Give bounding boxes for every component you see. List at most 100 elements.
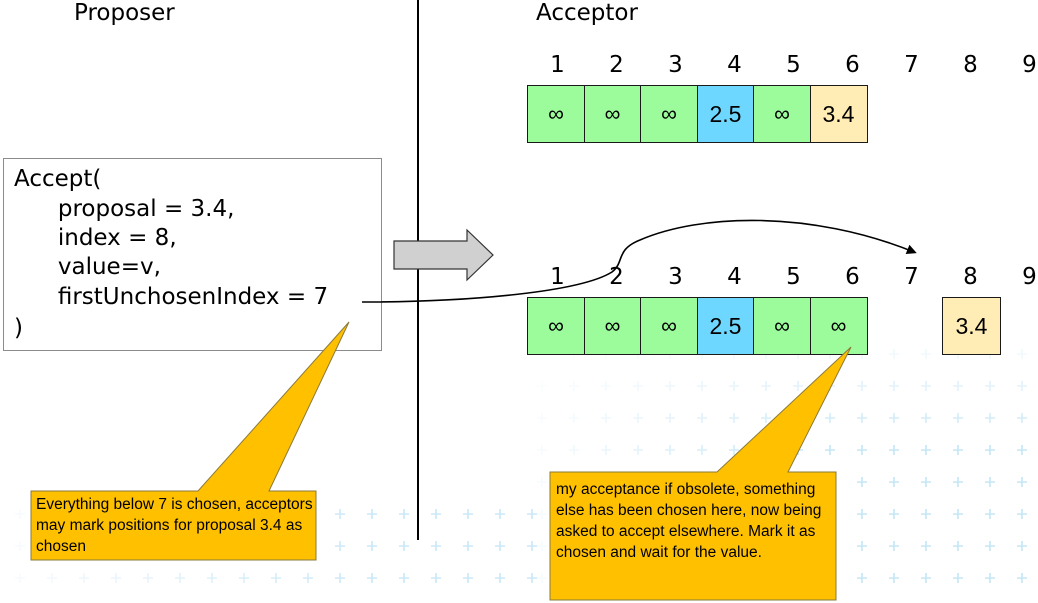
pattern-cross xyxy=(985,381,995,391)
log-cell: ∞ xyxy=(753,85,811,143)
pattern-cross xyxy=(729,381,739,391)
pattern-cross xyxy=(1017,413,1027,423)
pattern-cross xyxy=(569,413,579,423)
index-label: 5 xyxy=(786,264,801,290)
pattern-cross xyxy=(921,541,931,551)
pattern-cross xyxy=(985,573,995,583)
pattern-cross xyxy=(399,541,409,551)
pattern-cross xyxy=(921,445,931,455)
acceptor-after-indices: 1 2 3 4 5 6 7 8 9 xyxy=(528,264,1038,290)
proposer-heading: Proposer xyxy=(74,0,175,26)
pattern-cross xyxy=(1017,477,1027,487)
pattern-cross xyxy=(537,381,547,391)
pattern-cross xyxy=(825,413,835,423)
left-callout-text: Everything below 7 is chosen, acceptors … xyxy=(36,496,313,555)
pattern-cross xyxy=(601,445,611,455)
pattern-cross xyxy=(953,573,963,583)
pattern-cross xyxy=(761,381,771,391)
pattern-cross xyxy=(921,573,931,583)
pattern-cross xyxy=(463,541,473,551)
pattern-cross xyxy=(495,509,505,519)
pattern-cross xyxy=(921,509,931,519)
pattern-cross xyxy=(1017,541,1027,551)
pattern-cross xyxy=(921,381,931,391)
pattern-cross xyxy=(399,509,409,519)
code-line: proposal = 3.4, xyxy=(14,196,235,222)
pattern-cross xyxy=(239,573,249,583)
pattern-cross xyxy=(761,445,771,455)
pattern-cross xyxy=(601,381,611,391)
pattern-cross xyxy=(111,573,121,583)
index-label: 9 xyxy=(1022,264,1037,290)
pattern-cross xyxy=(953,413,963,423)
pattern-cross xyxy=(335,573,345,583)
index-label: 7 xyxy=(904,264,919,290)
pattern-cross xyxy=(857,413,867,423)
pattern-cross xyxy=(857,541,867,551)
pattern-cross xyxy=(825,573,835,583)
pattern-cross xyxy=(303,573,313,583)
pattern-cross xyxy=(889,413,899,423)
pattern-cross xyxy=(537,445,547,455)
index-label: 8 xyxy=(963,52,978,78)
pattern-cross xyxy=(143,573,153,583)
pattern-cross xyxy=(569,381,579,391)
pattern-cross xyxy=(697,381,707,391)
index-label: 2 xyxy=(609,52,624,78)
pattern-cross xyxy=(537,413,547,423)
index-label: 4 xyxy=(727,264,742,290)
pattern-cross xyxy=(889,573,899,583)
pattern-cross xyxy=(889,477,899,487)
acceptor-before-row: ∞ ∞ ∞ 2.5 ∞ 3.4 xyxy=(527,85,868,143)
pattern-cross xyxy=(793,445,803,455)
acceptor-heading: Acceptor xyxy=(536,0,638,26)
code-line: firstUnchosenIndex = 7 xyxy=(14,284,329,310)
pattern-cross xyxy=(793,573,803,583)
log-cell: ∞ xyxy=(527,297,585,355)
pattern-cross xyxy=(825,381,835,391)
code-line: index = 8, xyxy=(14,225,177,251)
pattern-cross xyxy=(463,573,473,583)
pattern-cross xyxy=(537,573,547,583)
index-label: 6 xyxy=(845,52,860,78)
pattern-cross xyxy=(569,445,579,455)
acceptor-after-row: ∞ ∞ ∞ 2.5 ∞ ∞ xyxy=(527,297,868,355)
pattern-cross xyxy=(527,509,537,519)
pattern-cross xyxy=(953,509,963,519)
pattern-cross xyxy=(729,445,739,455)
pattern-cross xyxy=(953,477,963,487)
pattern-cross xyxy=(889,509,899,519)
log-cell: ∞ xyxy=(640,85,698,143)
pattern-cross xyxy=(15,541,25,551)
pattern-cross xyxy=(793,381,803,391)
pattern-cross xyxy=(527,573,537,583)
pattern-cross xyxy=(537,477,547,487)
pattern-cross xyxy=(15,573,25,583)
pattern-cross xyxy=(367,541,377,551)
pattern-cross xyxy=(79,573,89,583)
pattern-cross xyxy=(495,573,505,583)
pattern-cross xyxy=(665,573,675,583)
pattern-cross xyxy=(463,509,473,519)
pattern-cross xyxy=(431,541,441,551)
right-callout-text: my acceptance if obsolete, something els… xyxy=(556,481,822,561)
pattern-cross xyxy=(825,445,835,455)
pattern-cross xyxy=(921,413,931,423)
log-cell: 2.5 xyxy=(696,85,755,143)
pattern-cross xyxy=(527,541,537,551)
pattern-cross xyxy=(537,509,547,519)
pattern-cross xyxy=(431,509,441,519)
pattern-cross xyxy=(1017,381,1027,391)
index-label: 6 xyxy=(845,264,860,290)
index-label: 3 xyxy=(668,264,683,290)
pattern-cross xyxy=(857,573,867,583)
code-line: value=v, xyxy=(14,254,161,280)
index-label: 8 xyxy=(963,264,978,290)
right-block-arrow-icon xyxy=(393,228,494,282)
pattern-cross xyxy=(697,573,707,583)
log-cell: 2.5 xyxy=(696,297,755,355)
pattern-cross xyxy=(207,573,217,583)
index-label: 1 xyxy=(550,52,565,78)
pattern-cross xyxy=(601,573,611,583)
pattern-cross xyxy=(665,413,675,423)
